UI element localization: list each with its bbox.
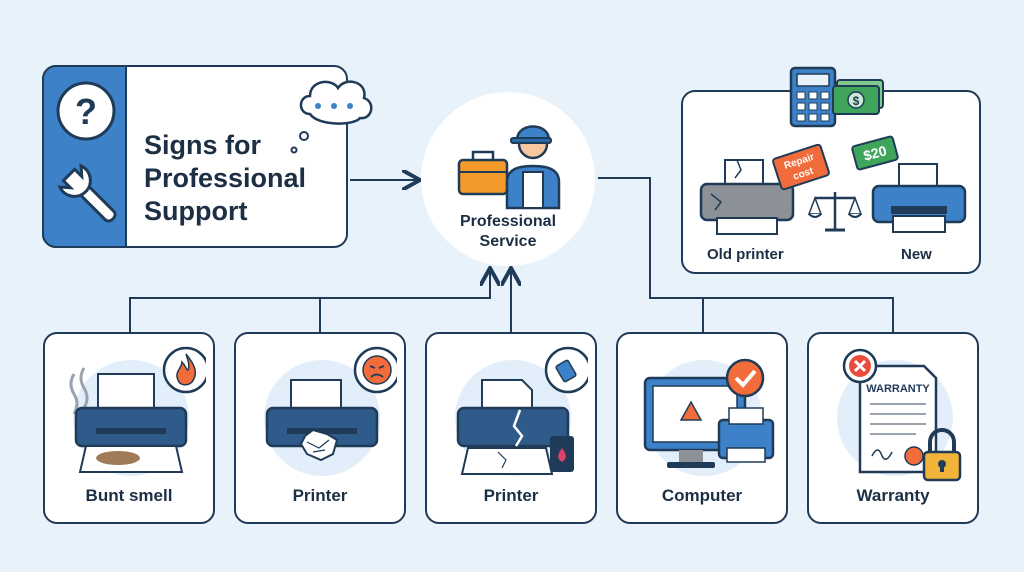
- card-computer: Computer: [616, 332, 788, 524]
- card-printer-jam: Printer: [234, 332, 406, 524]
- cash-icon: $: [832, 79, 884, 115]
- technician-icon: [457, 125, 561, 210]
- cards-to-service-arrow-left: [129, 270, 490, 332]
- fire-icon: [162, 346, 206, 394]
- svg-text:$: $: [853, 94, 860, 108]
- cartridge-icon: [544, 346, 588, 394]
- old-printer-icon: [699, 159, 795, 235]
- cost-comparison-box: Repair cost $ $20: [681, 66, 981, 274]
- balance-scale-icon: [807, 192, 863, 232]
- card-printer-cartridge: Printer: [425, 332, 597, 524]
- repair-cost-tag: Repair cost: [771, 142, 831, 192]
- card-label: Printer: [483, 486, 539, 505]
- title-line-3: Support: [144, 196, 248, 226]
- warranty-doc-text: WARRANTY: [866, 383, 930, 395]
- angry-face-icon: [353, 346, 397, 394]
- question-mark-icon: ?: [56, 81, 116, 141]
- title-side-strip: ?: [42, 65, 127, 248]
- professional-service-node: Professional Service: [421, 92, 595, 266]
- thought-bubble-icon: [290, 80, 373, 154]
- card-label: Printer: [292, 486, 348, 505]
- checkmark-icon: [725, 358, 765, 398]
- new-printer-icon: [871, 163, 967, 233]
- service-label: Professional Service: [459, 213, 557, 250]
- old-printer-label: Old printer: [707, 246, 784, 263]
- toolbox-icon: [457, 150, 509, 196]
- card-label: Computer: [661, 486, 743, 505]
- card-label: Bunt smell: [85, 486, 173, 505]
- title-line-2: Professional: [144, 163, 307, 193]
- card-burnt-smell: Bunt smell: [43, 332, 215, 524]
- card-label: Warranty: [856, 486, 930, 505]
- wrench-icon: [57, 163, 117, 223]
- title-line-1: Signs for: [144, 130, 262, 160]
- card-warranty: WARRANTY Warranty: [807, 332, 979, 524]
- smoke-icon: [69, 367, 89, 415]
- svg-text:?: ?: [75, 91, 97, 132]
- page-title: Signs for Professional Support: [144, 129, 306, 228]
- lock-icon: [922, 428, 962, 482]
- title-box: ? Signs for Professional Support: [42, 65, 348, 248]
- new-printer-label: New: [901, 246, 932, 263]
- x-mark-icon: [842, 348, 878, 384]
- calculator-icon: [789, 66, 837, 128]
